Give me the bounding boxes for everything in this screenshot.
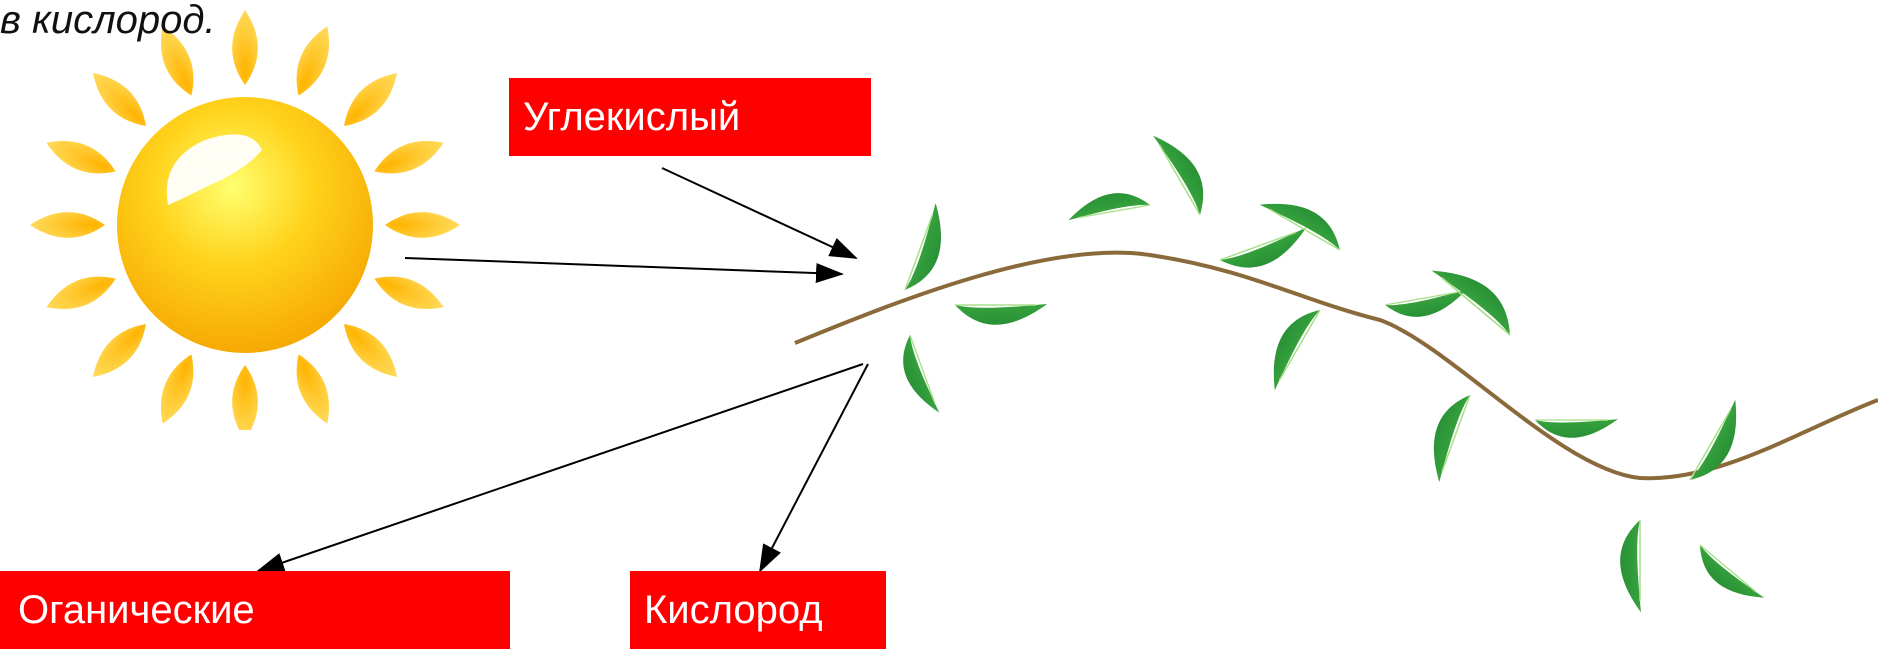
label-organic-substances-text: Оганические	[18, 590, 255, 630]
title-fragment: в кислород.	[0, 0, 216, 43]
label-carbon-dioxide: Углекислый	[509, 78, 871, 156]
label-carbon-dioxide-text: Углекислый	[523, 97, 740, 137]
arrow-sun-to-leaf	[405, 258, 842, 274]
arrow-leaf-to-organic	[258, 364, 863, 571]
arrow-co2-to-leaf	[662, 168, 856, 258]
arrow-leaf-to-oxygen	[760, 364, 868, 571]
label-organic-substances: Оганические	[0, 571, 510, 649]
label-oxygen-text: Кислород	[644, 590, 823, 630]
label-oxygen: Кислород	[630, 571, 886, 649]
